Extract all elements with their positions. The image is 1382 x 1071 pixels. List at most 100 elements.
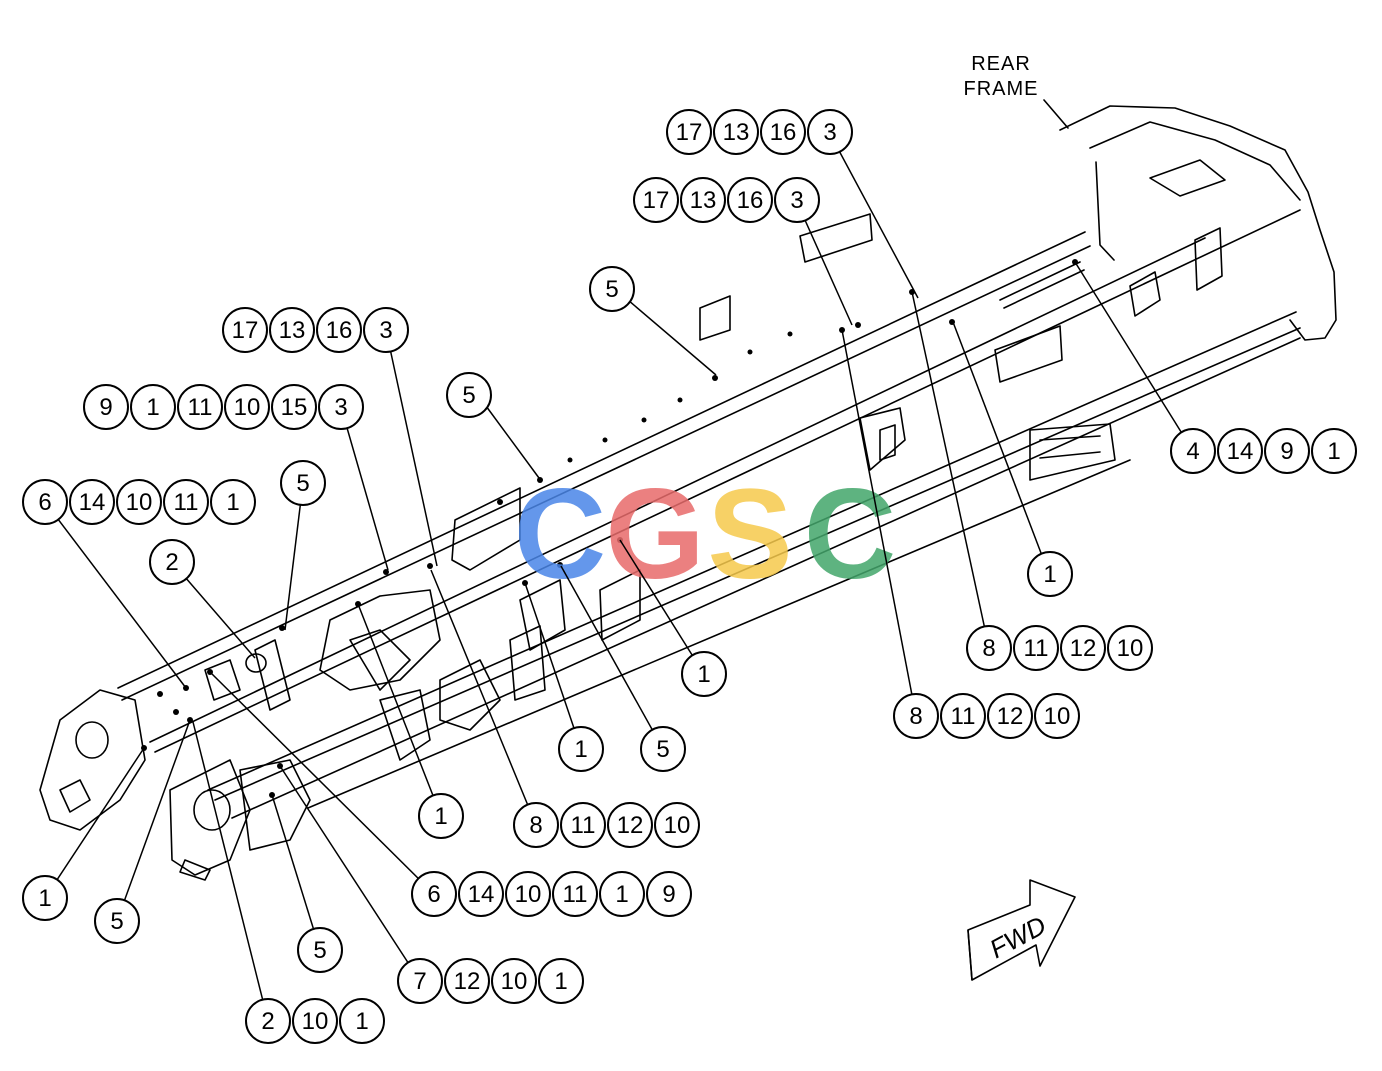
callout-bubble bbox=[245, 998, 291, 1044]
frame-line-art bbox=[39, 99, 1337, 881]
callout-group: 5 bbox=[280, 460, 326, 506]
callout-bubble bbox=[552, 871, 598, 917]
callout-number: 10 bbox=[302, 1008, 329, 1035]
callout-bubble bbox=[1264, 428, 1310, 474]
watermark-letter: C bbox=[514, 463, 606, 606]
callout-bubble bbox=[513, 802, 559, 848]
callout-bubble bbox=[558, 726, 604, 772]
callout-bubble bbox=[69, 479, 115, 525]
callout-number: 17 bbox=[643, 187, 670, 214]
callout-number: 3 bbox=[823, 119, 836, 146]
callout-group: 1 bbox=[681, 651, 727, 697]
callout-number: 12 bbox=[454, 968, 481, 995]
callout-bubble bbox=[1311, 428, 1357, 474]
callout-number: 11 bbox=[563, 881, 588, 908]
callout-bubble bbox=[713, 109, 759, 155]
rear-frame-label-line1: REAR bbox=[971, 53, 1031, 75]
callout-number: 1 bbox=[1327, 438, 1340, 465]
callout-number: 11 bbox=[951, 703, 976, 730]
callout-group: 5 bbox=[94, 898, 140, 944]
callout-number: 14 bbox=[79, 489, 106, 516]
callout-group: 1 bbox=[22, 875, 68, 921]
callout-bubble bbox=[177, 384, 223, 430]
callout-bubble bbox=[1107, 625, 1153, 671]
callout-bubble bbox=[666, 109, 712, 155]
callout-bubble bbox=[458, 871, 504, 917]
callout-bubble bbox=[727, 177, 773, 223]
callout-bubble bbox=[318, 384, 364, 430]
callout-number: 12 bbox=[1070, 635, 1097, 662]
callout-number: 5 bbox=[605, 276, 618, 303]
callout-number: 9 bbox=[99, 394, 112, 421]
leader-lines bbox=[44, 131, 1194, 1022]
callout-number: 5 bbox=[313, 937, 326, 964]
callout-bubble bbox=[893, 693, 939, 739]
callout-number: 10 bbox=[126, 489, 153, 516]
callout-number: 16 bbox=[770, 119, 797, 146]
callout-bubble bbox=[654, 802, 700, 848]
callout-number: 1 bbox=[434, 803, 447, 830]
callout-bubble bbox=[418, 793, 464, 839]
callout-number: 3 bbox=[334, 394, 347, 421]
callout-number: 17 bbox=[232, 317, 259, 344]
callout-bubble bbox=[607, 802, 653, 848]
callout-group: 1 bbox=[418, 793, 464, 839]
callout-bubble bbox=[271, 384, 317, 430]
callout-bubble bbox=[163, 479, 209, 525]
callout-number: 1 bbox=[554, 968, 567, 995]
callout-group: 1 bbox=[1027, 551, 1073, 597]
callout-number: 1 bbox=[574, 736, 587, 763]
watermark-letter: G bbox=[605, 463, 705, 606]
callout-group: 2 bbox=[149, 539, 195, 585]
callout-bubble bbox=[940, 693, 986, 739]
callout-number: 15 bbox=[281, 394, 308, 421]
callout-bubble bbox=[560, 802, 606, 848]
callout-number: 2 bbox=[165, 549, 178, 576]
callout-number: 10 bbox=[1044, 703, 1071, 730]
callout-number: 13 bbox=[279, 317, 306, 344]
callout-number: 11 bbox=[571, 812, 596, 839]
callout-number: 10 bbox=[515, 881, 542, 908]
callout-number: 7 bbox=[413, 968, 426, 995]
callout-bubble bbox=[807, 109, 853, 155]
callout-bubble bbox=[1013, 625, 1059, 671]
callout-number: 13 bbox=[690, 187, 717, 214]
callout-bubble bbox=[222, 307, 268, 353]
callout-number: 5 bbox=[656, 736, 669, 763]
callout-bubble bbox=[538, 958, 584, 1004]
callout-number: 10 bbox=[501, 968, 528, 995]
callout-number: 8 bbox=[529, 812, 542, 839]
callout-bubble bbox=[1060, 625, 1106, 671]
callout-group: 5 bbox=[589, 266, 635, 312]
callout-number: 13 bbox=[723, 119, 750, 146]
callout-bubble bbox=[599, 871, 645, 917]
callout-number: 9 bbox=[1280, 438, 1293, 465]
callout-bubble bbox=[446, 372, 492, 418]
callout-bubble bbox=[760, 109, 806, 155]
fwd-arrow: FWD bbox=[967, 879, 1076, 981]
callout-number: 12 bbox=[617, 812, 644, 839]
callout-bubble bbox=[680, 177, 726, 223]
callout-bubble bbox=[411, 871, 457, 917]
callout-bubble bbox=[681, 651, 727, 697]
callout-number: 14 bbox=[1227, 438, 1254, 465]
callout-bubble bbox=[397, 958, 443, 1004]
callout-number: 5 bbox=[296, 470, 309, 497]
callout-number: 10 bbox=[234, 394, 261, 421]
callout-bubble bbox=[1034, 693, 1080, 739]
callout-number: 1 bbox=[146, 394, 159, 421]
callout-number: 11 bbox=[174, 489, 199, 516]
callout-number: 3 bbox=[379, 317, 392, 344]
callout-number: 1 bbox=[1043, 561, 1056, 588]
callout-group: 5 bbox=[640, 726, 686, 772]
callout-number: 2 bbox=[261, 1008, 274, 1035]
callout-number: 1 bbox=[38, 885, 51, 912]
callout-bubble bbox=[363, 307, 409, 353]
